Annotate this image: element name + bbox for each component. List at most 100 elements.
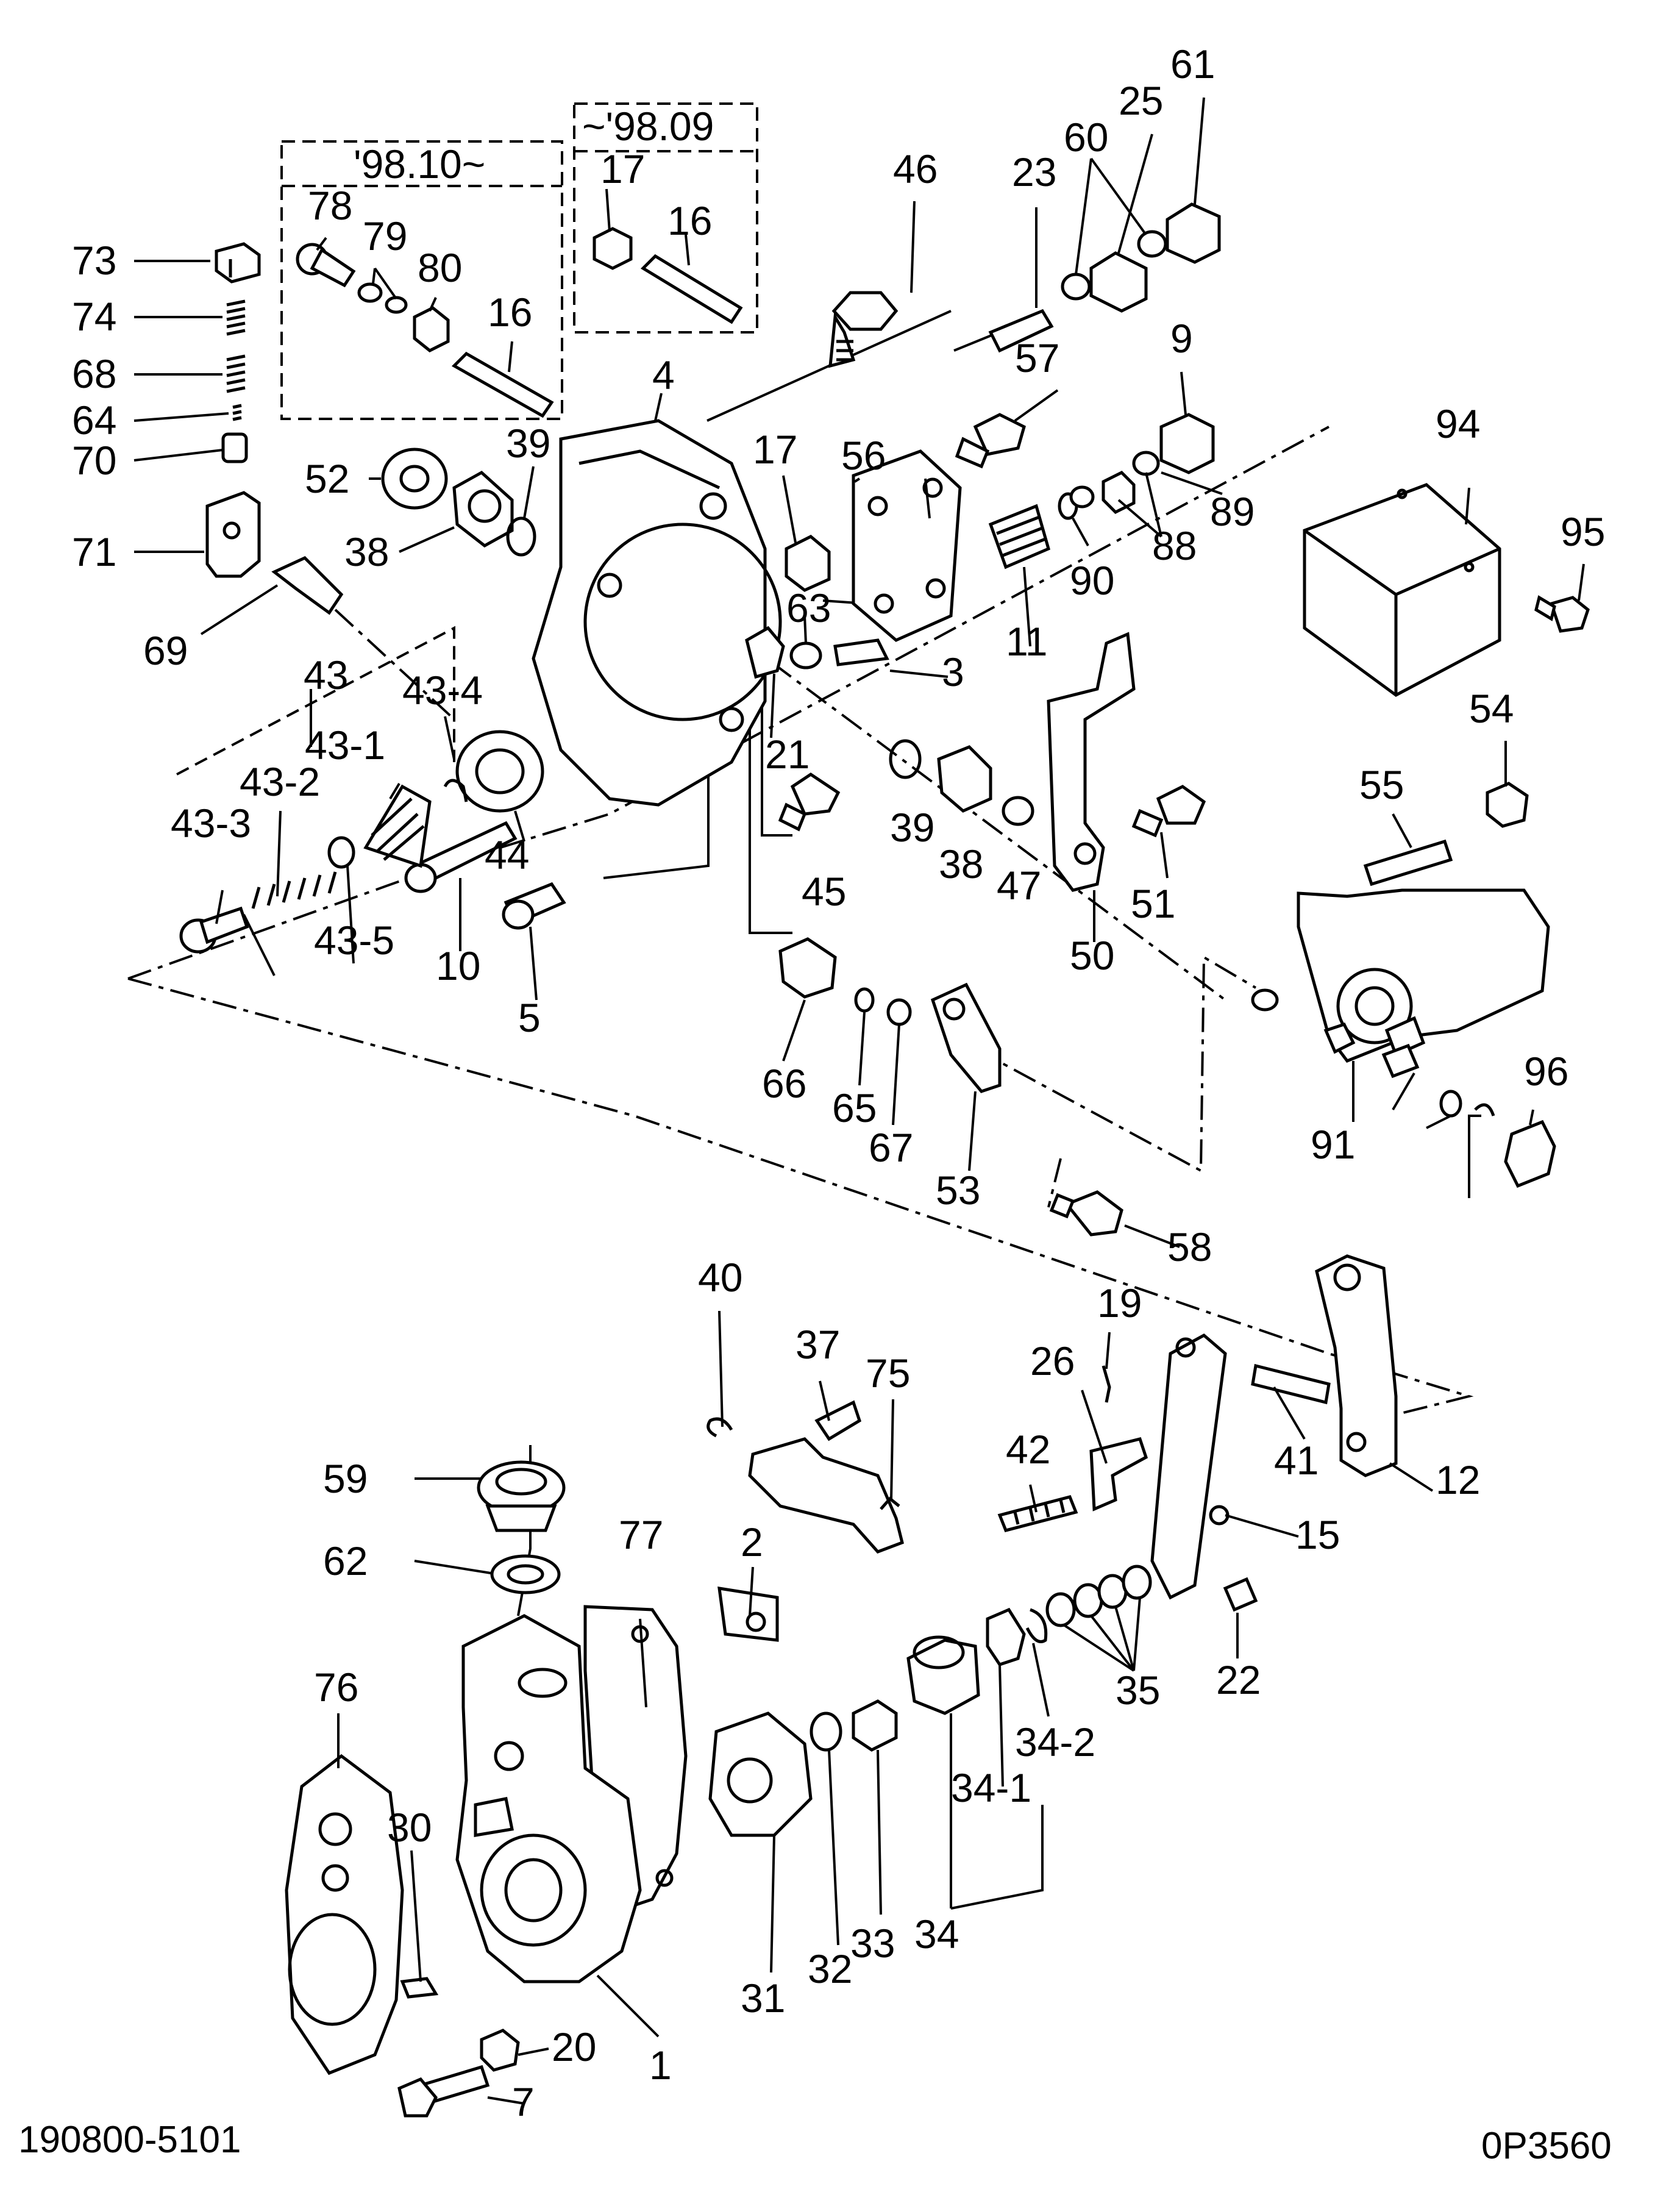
part-78-bolt: [296, 243, 356, 288]
part-53-plate: [930, 982, 1002, 1093]
callout-39-upper: 39: [506, 421, 550, 466]
callout-17-old: 17: [600, 146, 645, 191]
part-16-rod-new: [451, 351, 554, 418]
part-4-governor-cover: [532, 419, 782, 807]
part-26-bracket: [1089, 1437, 1148, 1512]
part-22-collar: [1223, 1577, 1258, 1612]
pump-housing-parts: [285, 1460, 688, 2118]
part-5-pin: [502, 882, 566, 930]
part-19-spring-wire: [1102, 1365, 1111, 1403]
part-34-2-snap-ring: [1025, 1608, 1048, 1643]
callout-21: 21: [765, 732, 810, 777]
callout-70: 70: [72, 438, 116, 483]
callout-45: 45: [802, 869, 846, 914]
callout-75: 75: [866, 1351, 910, 1396]
callout-95: 95: [1561, 509, 1605, 554]
part-31-flyweight-holder: [708, 1712, 813, 1837]
callout-34-2: 34-2: [1015, 1719, 1095, 1765]
part-88-nut: [1069, 470, 1136, 515]
part-91-small-parts: [1251, 988, 1495, 1118]
part-25-nut: [1089, 251, 1148, 313]
callout-3: 3: [942, 649, 964, 694]
callout-53: 53: [936, 1168, 980, 1213]
part-32-washer: [810, 1712, 842, 1752]
part-73-clip: [215, 242, 261, 284]
callout-89: 89: [1210, 489, 1255, 534]
part-70-sleeve: [221, 432, 248, 463]
callout-64: 64: [72, 398, 116, 443]
figure-number: 190800-5101: [18, 2119, 241, 2161]
callout-76: 76: [314, 1665, 358, 1710]
callout-43-2: 43-2: [240, 759, 320, 804]
part-94-cover: [1303, 483, 1501, 697]
callout-43-1: 43-1: [305, 723, 385, 768]
callout-80: 80: [418, 245, 462, 290]
part-40-clip: [707, 1417, 733, 1438]
callout-96: 96: [1524, 1049, 1568, 1094]
callout-1: 1: [649, 2043, 672, 2088]
part-61-cap-nut: [1166, 202, 1221, 264]
part-30-key: [400, 1977, 439, 1999]
callout-22: 22: [1216, 1657, 1261, 1702]
callout-51: 51: [1131, 881, 1175, 926]
part-67-washer: [886, 998, 912, 1026]
callout-43: 43: [304, 652, 348, 698]
mid-parts: [778, 937, 1123, 1237]
callout-20: 20: [552, 2024, 596, 2069]
callout-65: 65: [832, 1085, 877, 1130]
callout-66: 66: [762, 1061, 806, 1106]
part-51-bolt: [1131, 785, 1206, 838]
part-17-plug-old: [593, 227, 633, 270]
part-33-bushing: [852, 1699, 898, 1752]
callout-38-upper: 38: [344, 529, 389, 574]
callout-74: 74: [72, 294, 116, 339]
callout-44: 44: [485, 832, 529, 877]
part-89-washer: [1132, 451, 1160, 476]
callout-40: 40: [698, 1255, 742, 1300]
part-15-lever: [1150, 1333, 1230, 1600]
part-43-5-washer: [327, 836, 355, 869]
callout-labels: 73 74 68 64 70 71 69 78 79 80 16 17 16 5…: [72, 41, 1605, 2124]
callout-43-4: 43-4: [402, 668, 483, 713]
part-20-nut: [480, 2029, 520, 2072]
part-39-oring-mid: [889, 739, 922, 779]
callout-35: 35: [1116, 1668, 1160, 1713]
callout-54: 54: [1469, 686, 1514, 731]
part-38-sleeve-mid: [937, 745, 992, 813]
part-75-pin: [880, 1496, 900, 1510]
part-63-washer: [789, 641, 822, 669]
part-96-boot: [1504, 1119, 1556, 1188]
part-64-small-spring: [232, 404, 242, 421]
new-version-parts: [296, 243, 554, 418]
part-16-rod-old: [640, 254, 743, 324]
part-71-lever-block: [205, 491, 261, 578]
part-46-bolt: [828, 291, 899, 368]
callout-77: 77: [619, 1512, 663, 1557]
callout-94: 94: [1436, 401, 1480, 446]
callout-23: 23: [1012, 149, 1056, 195]
part-69-pin: [271, 556, 344, 615]
callout-69: 69: [143, 628, 188, 673]
part-80-nut: [413, 306, 450, 352]
version-group-98-09: ~'98.09: [573, 102, 758, 334]
drawing-code: 0P3560: [1481, 2125, 1612, 2167]
callout-78: 78: [308, 183, 352, 228]
callout-32: 32: [808, 1946, 852, 1991]
callout-57: 57: [1015, 335, 1059, 380]
part-74-spring: [226, 299, 246, 336]
part-3-bolt: [833, 638, 889, 666]
callout-71: 71: [72, 529, 116, 574]
part-50-lever: [1047, 632, 1136, 892]
callout-26: 26: [1030, 1338, 1075, 1383]
part-56-gasket-plate: [852, 449, 962, 642]
part-42-spring: [997, 1495, 1078, 1532]
part-43-2-spring: [251, 871, 337, 909]
part-76-gasket: [285, 1754, 404, 2076]
callout-61: 61: [1170, 41, 1215, 87]
callout-56: 56: [841, 433, 886, 478]
leader-lines: [133, 97, 1585, 2105]
callout-30: 30: [387, 1805, 432, 1850]
callout-88: 88: [1152, 523, 1197, 568]
callout-9: 9: [1170, 316, 1193, 361]
